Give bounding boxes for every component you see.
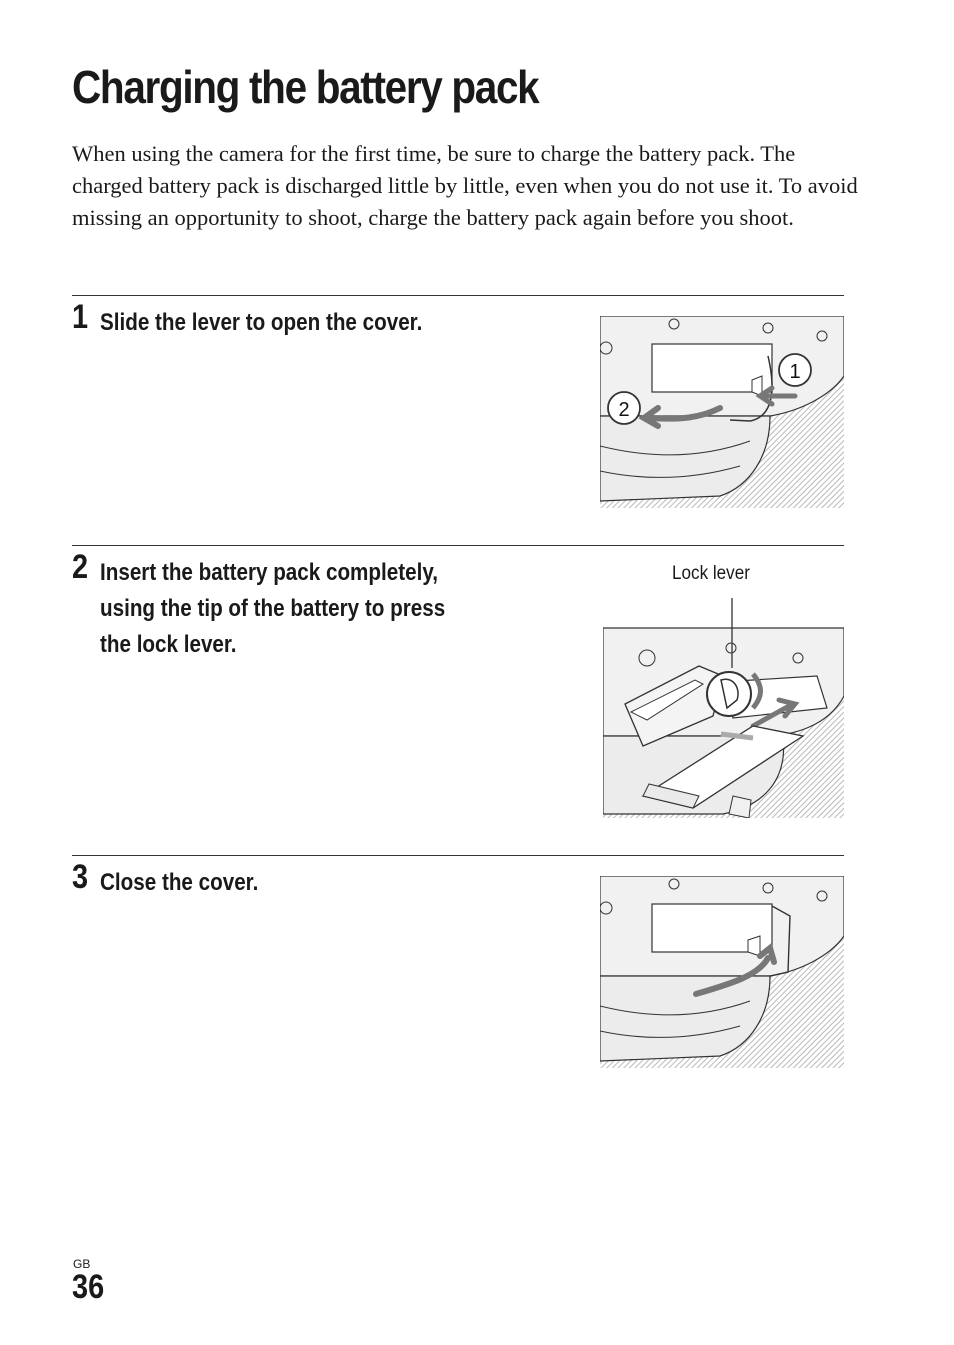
step-1-marker-2: 2 [618, 399, 629, 421]
step-3-divider [72, 855, 844, 856]
step-3-text: Close the cover. [100, 869, 259, 896]
step-3-illustration [600, 876, 844, 1068]
step-1-number: 1 [72, 298, 89, 336]
page-title: Charging the battery pack [72, 61, 540, 113]
intro-paragraph: When using the camera for the first time… [72, 141, 858, 230]
step-1-marker-1: 1 [789, 361, 800, 383]
step-2-illustration [603, 598, 844, 818]
step-1-text: Slide the lever to open the cover. [100, 309, 423, 336]
region-code: GB [73, 1257, 91, 1271]
step-2-text: Insert the battery pack completely, usin… [100, 559, 446, 658]
step-3-number: 3 [72, 858, 89, 896]
step-2-number: 2 [72, 548, 89, 586]
page-number: 36 [72, 1268, 105, 1306]
lock-lever-label: Lock lever [672, 563, 750, 584]
step-2-divider [72, 545, 844, 546]
step-1-divider [72, 295, 844, 296]
step-1-illustration: 1 2 [600, 316, 844, 508]
